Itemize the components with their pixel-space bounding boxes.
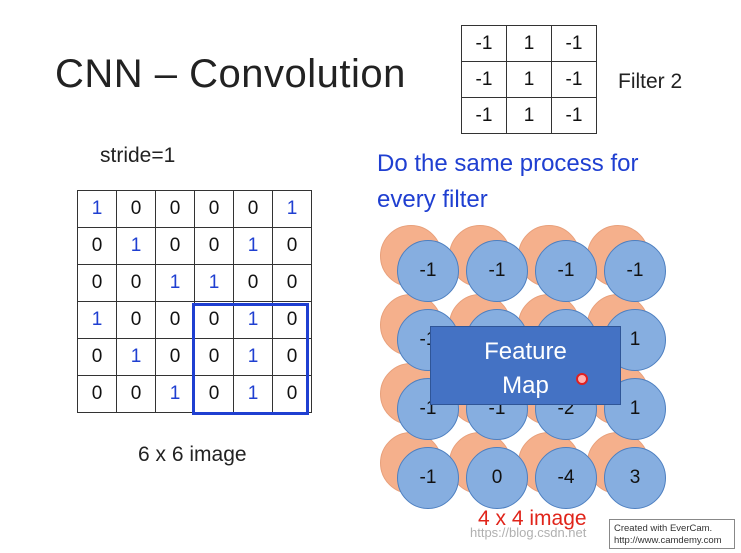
image-cell: 0 [116,190,156,228]
filter-cell: 1 [506,97,552,134]
feature-value-circle: -1 [397,240,459,302]
feature-map-overlay-line2: Map [502,372,549,399]
receptive-field-highlight [192,303,309,415]
image-cell: 0 [155,190,195,228]
filter-cell: -1 [461,25,507,62]
process-text-line2: every filter [377,186,488,213]
image-cell: 0 [272,227,312,265]
feature-map-size-label: 4 x 4 image [478,507,587,530]
image-size-label: 6 x 6 image [138,443,247,466]
image-cell: 1 [155,375,195,413]
image-cell: 0 [77,338,117,376]
image-cell: 1 [194,264,234,302]
image-cell: 1 [272,190,312,228]
image-cell: 0 [233,264,273,302]
feature-value-circle: 3 [604,447,666,509]
feature-value-circle: -1 [466,240,528,302]
evercam-credit-box: Created with EverCam. http://www.camdemy… [609,519,735,549]
credit-line2: http://www.camdemy.com [614,535,722,546]
filter-cell: -1 [551,25,597,62]
image-cell: 1 [77,190,117,228]
image-cell: 0 [77,227,117,265]
credit-line1: Created with EverCam. [614,523,713,534]
image-cell: 0 [272,264,312,302]
image-cell: 0 [272,375,312,413]
image-cell: 0 [155,301,195,339]
feature-value-circle: -4 [535,447,597,509]
image-cell: 1 [155,264,195,302]
image-cell: 0 [155,227,195,265]
image-cell: 1 [116,227,156,265]
image-cell: 1 [233,375,273,413]
slide-title: CNN – Convolution [55,52,406,96]
filter-cell: -1 [551,97,597,134]
image-cell: 0 [77,375,117,413]
image-cell: 0 [194,301,234,339]
stride-label: stride=1 [100,144,176,167]
filter-cell: -1 [551,61,597,98]
image-cell: 0 [194,227,234,265]
feature-map-overlay: Feature Map [430,326,621,405]
image-cell: 0 [155,338,195,376]
pointer-cursor-icon [576,373,588,385]
filter-cell: -1 [461,61,507,98]
image-cell: 0 [194,190,234,228]
image-cell: 1 [77,301,117,339]
image-cell: 0 [272,338,312,376]
process-text: Do the same process for every filter [377,146,638,218]
image-cell: 1 [233,227,273,265]
feature-value-circle: -1 [397,447,459,509]
filter-cell: -1 [461,97,507,134]
feature-value-circle: 0 [466,447,528,509]
filter-cell: 1 [506,25,552,62]
image-cell: 1 [116,338,156,376]
feature-value-circle: -1 [535,240,597,302]
filter-label: Filter 2 [618,70,683,93]
image-cell: 0 [233,190,273,228]
image-cell: 0 [116,264,156,302]
feature-map-overlay-line1: Feature [484,338,567,365]
process-text-line1: Do the same process for [377,150,639,177]
filter-cell: 1 [506,61,552,98]
image-cell: 0 [77,264,117,302]
image-cell: 0 [116,301,156,339]
image-cell: 0 [116,375,156,413]
watermark-text: https://blog.csdn.net [470,525,587,540]
feature-value-circle: -1 [604,240,666,302]
